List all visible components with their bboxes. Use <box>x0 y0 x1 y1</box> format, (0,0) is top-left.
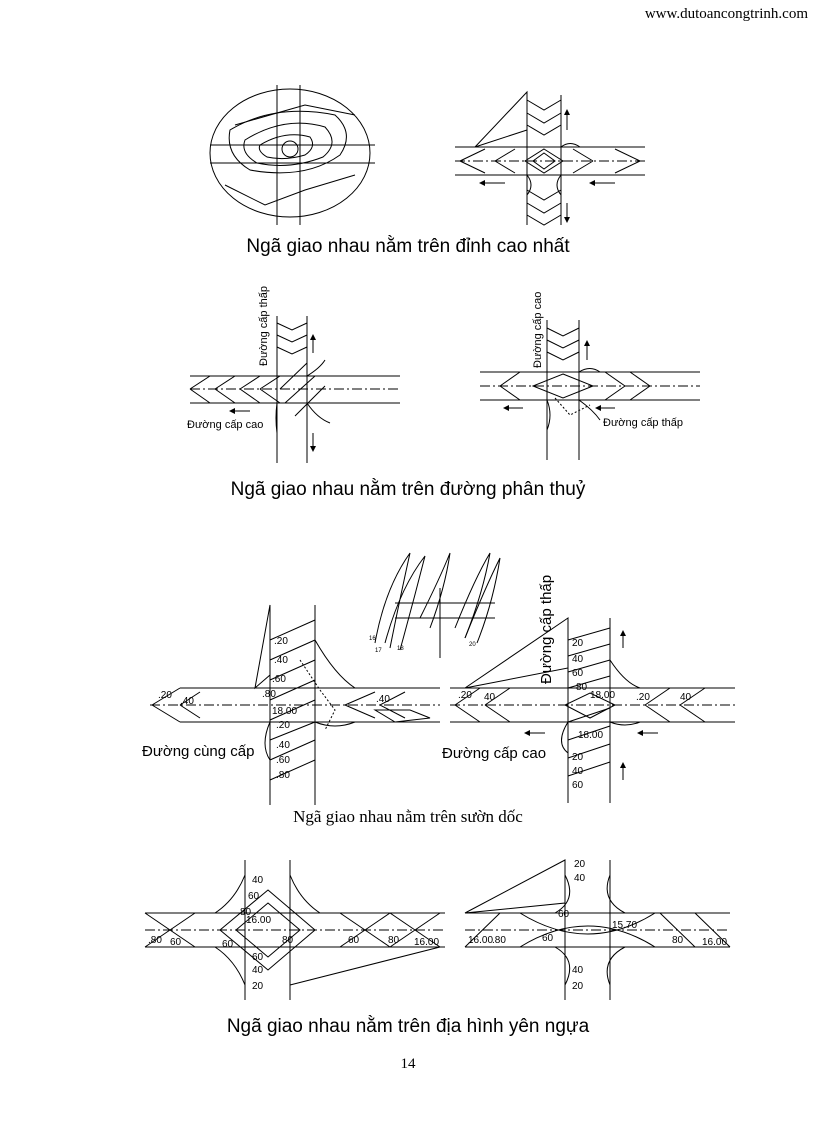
ridge-right-figure: Đường cấp cao Đường cấp thấp <box>475 280 705 465</box>
ridge-right-major-road-label: Đường cấp cao <box>532 292 544 368</box>
slope-left-same-grade-label: Đường cùng cấp <box>142 743 254 760</box>
saddle-right-n20b: 20 <box>572 981 584 992</box>
contour-17: 17 <box>375 648 382 654</box>
slope-right-n80a: 80 <box>576 682 588 693</box>
slope-right-1800b: 18.00 <box>578 730 603 741</box>
saddle-left-figure: 40 60 80 16.00 .80 60 60 80 60 80 16.00 … <box>140 855 450 1005</box>
slope-right-n40a: 40 <box>572 654 584 665</box>
saddle-right-n60a: 60 <box>558 909 570 920</box>
slope-right-major-road-label: Đường cấp cao <box>442 745 546 762</box>
slope-contour-sketch: 16 17 18 20 <box>365 548 515 663</box>
slope-left-c1800: 18.00 <box>272 706 297 717</box>
summit-intersection-figure <box>455 85 645 235</box>
slope-right-n20b: 20 <box>572 752 584 763</box>
slope-left-c40-east: .40 <box>376 694 390 705</box>
slope-right-figure: Đường cấp thấp 20 40 60 80 18.00 18.00 2… <box>440 548 740 810</box>
ridge-left-figure: Đường cấp thấp Đường cấp cao <box>185 268 405 468</box>
saddle-right-n60-mid: 60 <box>542 933 554 944</box>
contour-16: 16 <box>369 636 376 642</box>
saddle-left-n40a: 40 <box>252 875 264 886</box>
saddle-right-n40b: 40 <box>572 965 584 976</box>
slope-right-n40-east: 40 <box>680 692 692 703</box>
slope-left-c80a: .80 <box>262 689 276 700</box>
saddle-left-n60b: 60 <box>252 952 264 963</box>
slope-right-n40-west: 40 <box>484 692 496 703</box>
slope-left-c60b: .60 <box>276 755 290 766</box>
contour-18: 18 <box>397 646 404 652</box>
saddle-right-n80-east: 80 <box>672 935 684 946</box>
saddle-right-1570: 15.70 <box>612 920 637 931</box>
saddle-right-c80-west: .80 <box>492 935 506 946</box>
website-header: www.dutoancongtrinh.com <box>644 6 808 22</box>
saddle-right-1600-west: 16.00 <box>468 935 493 946</box>
saddle-left-n60-west: 60 <box>170 937 182 948</box>
slope-left-c60a: .60 <box>272 674 286 685</box>
slope-left-c20b: .20 <box>276 720 290 731</box>
slope-right-n60a: 60 <box>572 668 584 679</box>
caption-slope: Ngã giao nhau nằm trên sườn dốc <box>293 807 523 826</box>
saddle-left-n60a: 60 <box>248 891 260 902</box>
slope-right-n20a: 20 <box>572 638 584 649</box>
saddle-left-1600: 16.00 <box>246 915 271 926</box>
saddle-right-1600-east: 16.00 <box>702 937 727 948</box>
saddle-right-n40a: 40 <box>574 873 586 884</box>
slope-left-c20a: .20 <box>274 636 288 647</box>
page-number: 14 <box>400 1056 416 1072</box>
caption-saddle: Ngã giao nhau nằm trên địa hình yên ngựa <box>226 1016 590 1037</box>
slope-left-c40a: .40 <box>274 655 288 666</box>
saddle-left-n80-east: 80 <box>388 935 400 946</box>
slope-left-c20-west: .20 <box>158 690 172 701</box>
slope-left-c40-west: .40 <box>180 696 194 707</box>
slope-left-c40b: .40 <box>276 740 290 751</box>
slope-right-n40b: 40 <box>572 766 584 777</box>
slope-right-minor-road-label: Đường cấp thấp <box>538 575 555 684</box>
ridge-right-minor-road-label: Đường cấp thấp <box>603 417 683 429</box>
slope-right-c20-west: .20 <box>458 690 472 701</box>
saddle-left-1600-east: 16.00 <box>414 937 439 948</box>
saddle-left-n80-mid: 80 <box>282 935 294 946</box>
slope-right-1800a: 18.00 <box>590 690 615 701</box>
saddle-left-n80a: 80 <box>240 907 252 918</box>
ridge-left-major-road-label: Đường cấp cao <box>187 419 263 431</box>
slope-right-n60b: 60 <box>572 780 584 791</box>
contour-20: 20 <box>469 642 476 648</box>
summit-contour-figure <box>205 85 380 235</box>
saddle-right-figure: 20 40 60 15.70 16.00 .80 60 80 16.00 40 … <box>460 855 735 1005</box>
caption-ridge: Ngã giao nhau nằm trên đường phân thuỷ <box>230 479 586 500</box>
ridge-left-minor-road-label: Đường cấp thấp <box>258 286 270 366</box>
saddle-left-c80-west: .80 <box>148 935 162 946</box>
slope-right-c20-east: .20 <box>636 692 650 703</box>
saddle-left-n40b: 40 <box>252 965 264 976</box>
saddle-left-n20b: 20 <box>252 981 264 992</box>
caption-summit: Ngã giao nhau nằm trên đỉnh cao nhất <box>246 236 570 257</box>
slope-left-figure: .20 .40 .60 .80 18.00 .20 .40 .60 .80 .2… <box>140 600 445 810</box>
slope-left-c80b: .80 <box>276 770 290 781</box>
saddle-left-n60-mid: 60 <box>222 939 234 950</box>
saddle-right-n20a: 20 <box>574 859 586 870</box>
saddle-left-n60-east: 60 <box>348 935 360 946</box>
